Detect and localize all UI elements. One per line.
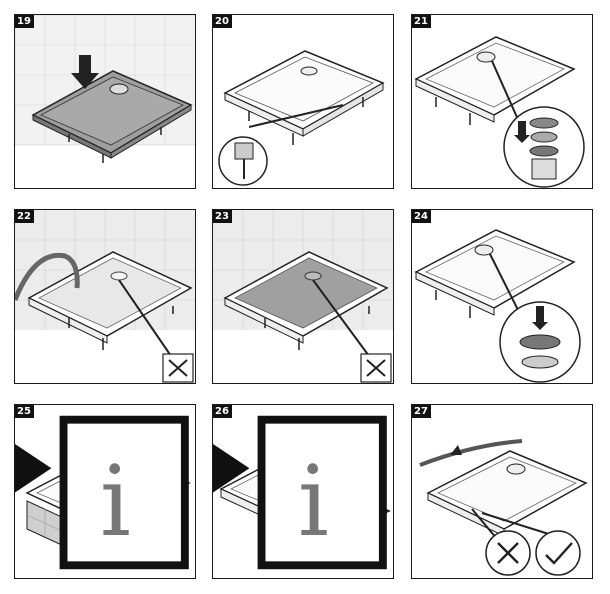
panel-step-22: 22: [14, 209, 196, 384]
illustration-water-filled-test: [213, 210, 393, 383]
step-number: 26: [213, 405, 232, 418]
svg-text:i: i: [298, 445, 329, 558]
illustration-silicone-seal: [419, 439, 588, 576]
panel-step-25: 25 i: [14, 404, 196, 579]
panel-step-27: 27: [411, 404, 593, 579]
step-number: 23: [213, 210, 232, 223]
panel-step-24: 24: [411, 209, 593, 384]
info-icon: i: [213, 415, 387, 570]
illustration-hose-water-test: [15, 210, 195, 383]
illustration-waste-cover-press: [414, 229, 581, 383]
panel-step-19: 19: [14, 14, 196, 189]
svg-text:i: i: [100, 445, 131, 558]
step-number: 27: [412, 405, 431, 418]
step-number: 22: [15, 210, 34, 223]
illustration-tray-feet-adjust: [218, 50, 385, 186]
panel-step-21: 21: [411, 14, 593, 189]
illustration-tray-press-center: [15, 15, 195, 163]
panel-step-26: 26 i: [212, 404, 394, 579]
panel-step-20: 20: [212, 14, 394, 189]
panel-step-23: 23: [212, 209, 394, 384]
step-number: 21: [412, 15, 431, 28]
step-number: 25: [15, 405, 34, 418]
step-number: 20: [213, 15, 232, 28]
info-icon: i: [15, 415, 189, 570]
step-number: 24: [412, 210, 431, 223]
step-number: 19: [15, 15, 34, 28]
illustration-waste-assembly: [414, 36, 585, 188]
